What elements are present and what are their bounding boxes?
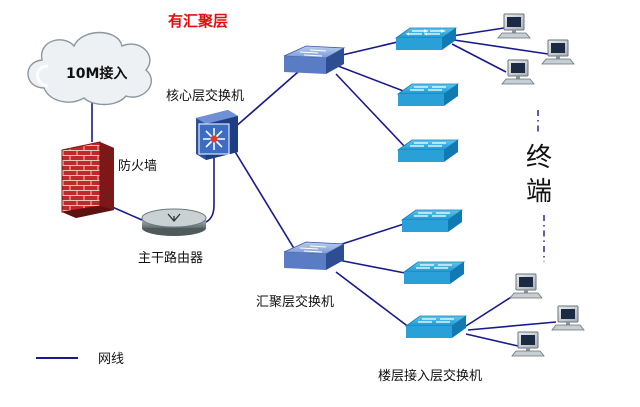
terminal-dotted-line [537, 110, 545, 262]
core-switch-label: 核心层交换机 [166, 88, 244, 104]
link-core-agg-bottom [233, 149, 299, 256]
access-switch-icon [396, 139, 460, 162]
computer-icon [497, 13, 531, 39]
terminal-label-1: 终 [526, 143, 552, 173]
network-links [91, 27, 557, 347]
link-acc1-pc2 [453, 39, 549, 55]
link-firewall-router [109, 205, 143, 221]
legend-label: 网线 [98, 352, 124, 367]
core-switch-icon [196, 110, 238, 160]
link-agg1-acc2 [337, 65, 407, 93]
terminal-label-2: 端 [526, 177, 552, 207]
cloud-label: 10M接入 [66, 65, 127, 82]
link-acc6-pc4 [465, 293, 517, 327]
router-icon [141, 208, 207, 236]
aggregation-switch-icon [283, 241, 346, 270]
link-agg1-acc1 [337, 39, 407, 57]
access-switch-label: 楼层接入层交换机 [378, 368, 482, 384]
legend: 网线 [36, 352, 124, 367]
computer-icon [511, 331, 545, 357]
computer-icon [509, 273, 543, 299]
computer-icon [551, 305, 585, 331]
access-switch-icon [402, 261, 466, 284]
router-label: 主干路由器 [138, 250, 203, 266]
link-agg2-acc6 [335, 271, 411, 329]
link-agg2-acc4 [335, 221, 411, 247]
link-agg2-acc5 [337, 259, 411, 275]
firewall-label: 防火墙 [118, 158, 157, 174]
computer-icon [501, 59, 535, 85]
access-switch-icon [396, 83, 460, 106]
aggregation-switch-icon [283, 45, 346, 74]
link-core-agg-top [233, 71, 299, 129]
firewall-icon [61, 141, 114, 218]
link-acc6-pc6 [465, 333, 519, 347]
link-acc1-pc3 [451, 43, 507, 73]
access-switch-icon [394, 27, 458, 50]
link-acc6-pc5 [467, 321, 557, 331]
link-router-core [205, 158, 215, 223]
cloud-icon [27, 31, 153, 106]
aggregation-switch-label: 汇聚层交换机 [256, 294, 334, 310]
link-acc1-pc1 [451, 27, 505, 37]
access-switch-icon [404, 315, 468, 338]
access-switch-icon [400, 209, 464, 232]
diagram-title: 有汇聚层 [168, 12, 228, 30]
link-agg1-acc3 [335, 73, 407, 149]
computer-icon [541, 39, 575, 65]
